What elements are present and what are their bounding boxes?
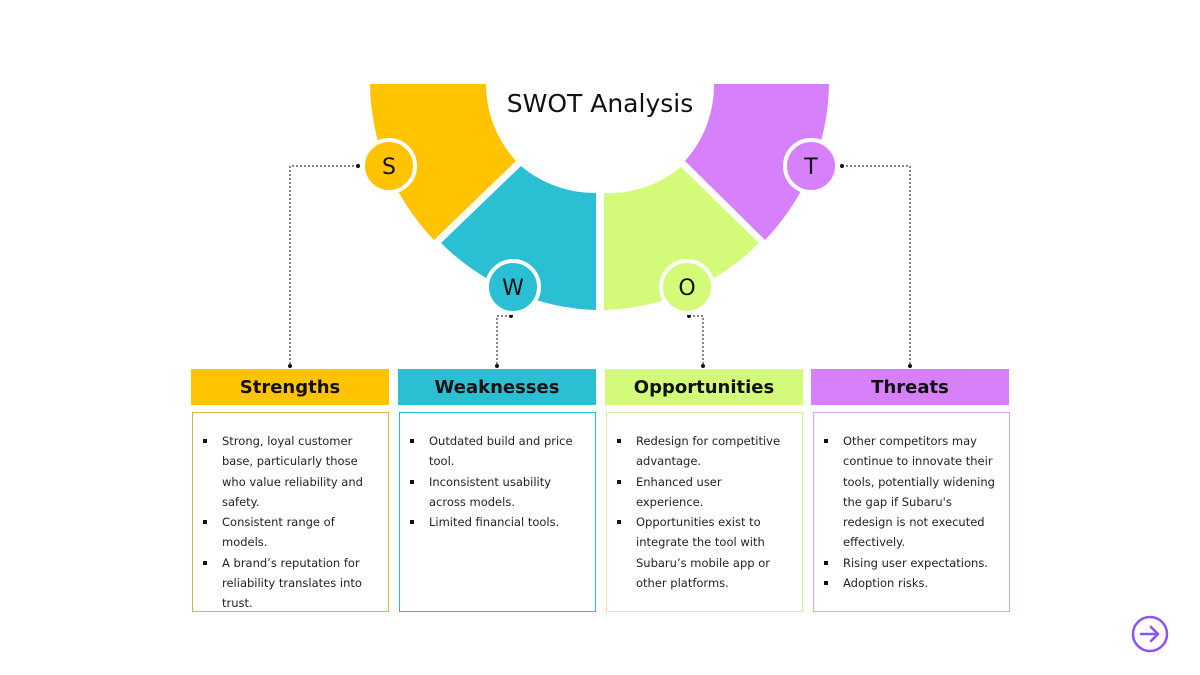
- threats-box: Other competitors may continue to innova…: [813, 412, 1010, 612]
- connector-lines: [289, 165, 911, 366]
- opportunities-list: Redesign for competitive advantage. Enha…: [617, 431, 792, 593]
- connector-dot: [908, 364, 912, 368]
- opportunities-header: Opportunities: [605, 369, 803, 405]
- list-item: Limited financial tools.: [410, 512, 585, 532]
- letter-circle-w: [485, 259, 541, 315]
- letter-badge-t: T: [783, 138, 839, 194]
- list-item: Adoption risks.: [824, 573, 999, 593]
- letter-circle-s: [361, 138, 417, 194]
- opportunities-connector: [689, 315, 704, 366]
- threats-header: Threats: [811, 369, 1009, 405]
- list-item: A brand’s reputation for reliability tra…: [203, 553, 378, 614]
- connector-dots: [288, 164, 912, 368]
- letter-o: O: [678, 276, 695, 301]
- opportunities-box: Redesign for competitive advantage. Enha…: [606, 412, 803, 612]
- connector-dot: [687, 314, 691, 318]
- weaknesses-connector: [496, 315, 511, 366]
- strengths-segment: [370, 84, 516, 240]
- letter-badge-s: S: [361, 138, 417, 194]
- letter-badge-o: O: [659, 259, 715, 315]
- threats-segment: [685, 84, 829, 240]
- list-item: Outdated build and price tool.: [410, 431, 585, 472]
- list-item: Enhanced user experience.: [617, 472, 792, 513]
- weaknesses-segment: [441, 166, 596, 310]
- arrow-right-circle-icon: [1131, 615, 1169, 653]
- connector-dot: [356, 164, 360, 168]
- list-item: Consistent range of models.: [203, 512, 378, 553]
- list-item: Rising user expectations.: [824, 553, 999, 573]
- opportunities-segment: [604, 167, 759, 310]
- next-slide-button[interactable]: [1131, 615, 1169, 653]
- list-item: Redesign for competitive advantage.: [617, 431, 792, 472]
- letter-circle-t: [783, 138, 839, 194]
- letter-badge-w: W: [485, 259, 541, 315]
- connector-dot: [701, 364, 705, 368]
- letter-t: T: [803, 155, 818, 180]
- letter-w: W: [502, 276, 524, 301]
- swot-title: SWOT Analysis: [506, 89, 694, 118]
- strengths-header: Strengths: [191, 369, 389, 405]
- list-item: Other competitors may continue to innova…: [824, 431, 999, 553]
- connector-dot: [509, 314, 513, 318]
- weaknesses-box: Outdated build and price tool. Inconsist…: [399, 412, 596, 612]
- weaknesses-list: Outdated build and price tool. Inconsist…: [410, 431, 585, 532]
- list-item: Opportunities exist to integrate the too…: [617, 512, 792, 593]
- letter-circle-o: [659, 259, 715, 315]
- connector-dot: [840, 164, 844, 168]
- list-item: Strong, loyal customer base, particularl…: [203, 431, 378, 512]
- connector-dot: [495, 364, 499, 368]
- threats-connector: [842, 165, 911, 366]
- letter-s: S: [382, 155, 396, 180]
- list-item: Inconsistent usability across models.: [410, 472, 585, 513]
- weaknesses-header: Weaknesses: [398, 369, 596, 405]
- connector-dot: [288, 364, 292, 368]
- threats-list: Other competitors may continue to innova…: [824, 431, 999, 593]
- strengths-list: Strong, loyal customer base, particularl…: [203, 431, 378, 614]
- strengths-connector: [289, 165, 358, 366]
- strengths-box: Strong, loyal customer base, particularl…: [192, 412, 389, 612]
